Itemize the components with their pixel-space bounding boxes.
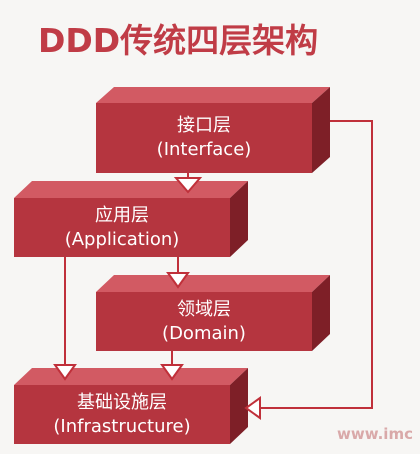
infrastructure-layer-box [14, 368, 248, 444]
arrow-application-to-domain [166, 257, 190, 289]
domain-box-top [96, 275, 330, 292]
arrow-interface-to-infrastructure [244, 120, 373, 420]
domain-layer-label: 领域层 (Domain) [96, 298, 312, 346]
domain-box-side [312, 275, 330, 351]
interface-layer-name: 接口层 [177, 115, 231, 136]
application-box-side [230, 181, 248, 257]
interface-box-side [312, 87, 330, 173]
interface-layer-box [96, 87, 330, 173]
application-layer-english: (Application) [64, 229, 180, 250]
arrow-application-to-infrastructure [53, 257, 77, 381]
interface-box-front [96, 103, 312, 173]
interface-box-top [96, 87, 330, 103]
interface-layer-english: (Interface) [156, 139, 252, 160]
watermark-text: www.imc [337, 425, 413, 443]
infrastructure-box-top [14, 368, 248, 385]
slide-title: DDD传统四层架构 [38, 21, 319, 60]
application-layer-name: 应用层 [95, 205, 149, 226]
domain-box-front [96, 292, 312, 351]
domain-layer-box [96, 275, 330, 351]
domain-layer-name: 领域层 [177, 299, 231, 320]
infrastructure-box-side [230, 368, 248, 444]
infrastructure-layer-label: 基础设施层 (Infrastructure) [14, 391, 230, 439]
arrow-interface-to-application [173, 173, 203, 194]
arrow-domain-to-infrastructure [160, 351, 184, 381]
application-box-top [14, 181, 248, 198]
application-layer-label: 应用层 (Application) [14, 204, 230, 252]
application-box-front [14, 198, 230, 257]
interface-layer-label: 接口层 (Interface) [96, 114, 312, 162]
infrastructure-box-front [14, 385, 230, 444]
infrastructure-layer-english: (Infrastructure) [53, 416, 191, 437]
domain-layer-english: (Domain) [162, 323, 246, 344]
infrastructure-layer-name: 基础设施层 [77, 392, 167, 413]
